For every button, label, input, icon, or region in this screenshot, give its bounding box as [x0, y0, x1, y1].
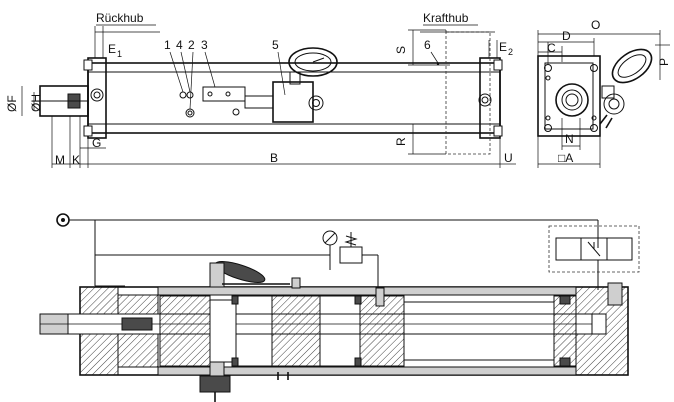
- bottom-valve: [199, 375, 231, 393]
- label-e1-sub: 1: [117, 49, 122, 59]
- label-item-2: 2: [188, 38, 195, 52]
- label-e2-sub: 2: [508, 47, 513, 57]
- label-o: O: [591, 18, 600, 32]
- valve-symbol-box: [548, 225, 640, 273]
- label-c: C: [547, 41, 556, 55]
- label-item-6: 6: [424, 38, 431, 52]
- label-item-5: 5: [272, 38, 279, 52]
- end-flange: [537, 55, 601, 137]
- label-a: □A: [558, 151, 573, 165]
- label-g: G: [92, 136, 101, 150]
- end-view: [537, 30, 670, 168]
- label-f: ØF: [5, 95, 19, 112]
- labels: Rückhub Krafthub E 1 E 2 1 4 2 3 5 6 S R…: [5, 11, 671, 167]
- manometer-block: [272, 81, 314, 123]
- regulator-symbol: [339, 246, 363, 264]
- label-item-1: 1: [164, 38, 171, 52]
- label-k: K: [72, 153, 80, 167]
- label-e2: E: [499, 40, 507, 54]
- label-m: M: [55, 153, 65, 167]
- label-h: ØH: [29, 94, 43, 112]
- label-e1: E: [108, 42, 116, 56]
- section-view: [39, 213, 640, 402]
- label-n: N: [565, 132, 574, 146]
- side-view: [21, 26, 516, 168]
- label-p: P: [657, 58, 671, 66]
- label-krafthub: Krafthub: [423, 11, 469, 25]
- label-rueckhub: Rückhub: [96, 11, 144, 25]
- label-item-4: 4: [176, 38, 183, 52]
- label-r: R: [394, 137, 408, 146]
- piston-2: [271, 295, 321, 367]
- krafthub-stroke-box: [445, 31, 491, 155]
- intermediate-plate: [359, 295, 405, 367]
- label-d: D: [562, 29, 571, 43]
- label-b: B: [270, 151, 278, 165]
- label-item-3: 3: [201, 38, 208, 52]
- label-u: U: [504, 151, 513, 165]
- valve-plate: [202, 86, 246, 102]
- directional-valve-symbol: [555, 237, 633, 261]
- pressure-gauge: [288, 47, 338, 77]
- piston-1: [159, 295, 211, 367]
- label-s: S: [394, 46, 408, 54]
